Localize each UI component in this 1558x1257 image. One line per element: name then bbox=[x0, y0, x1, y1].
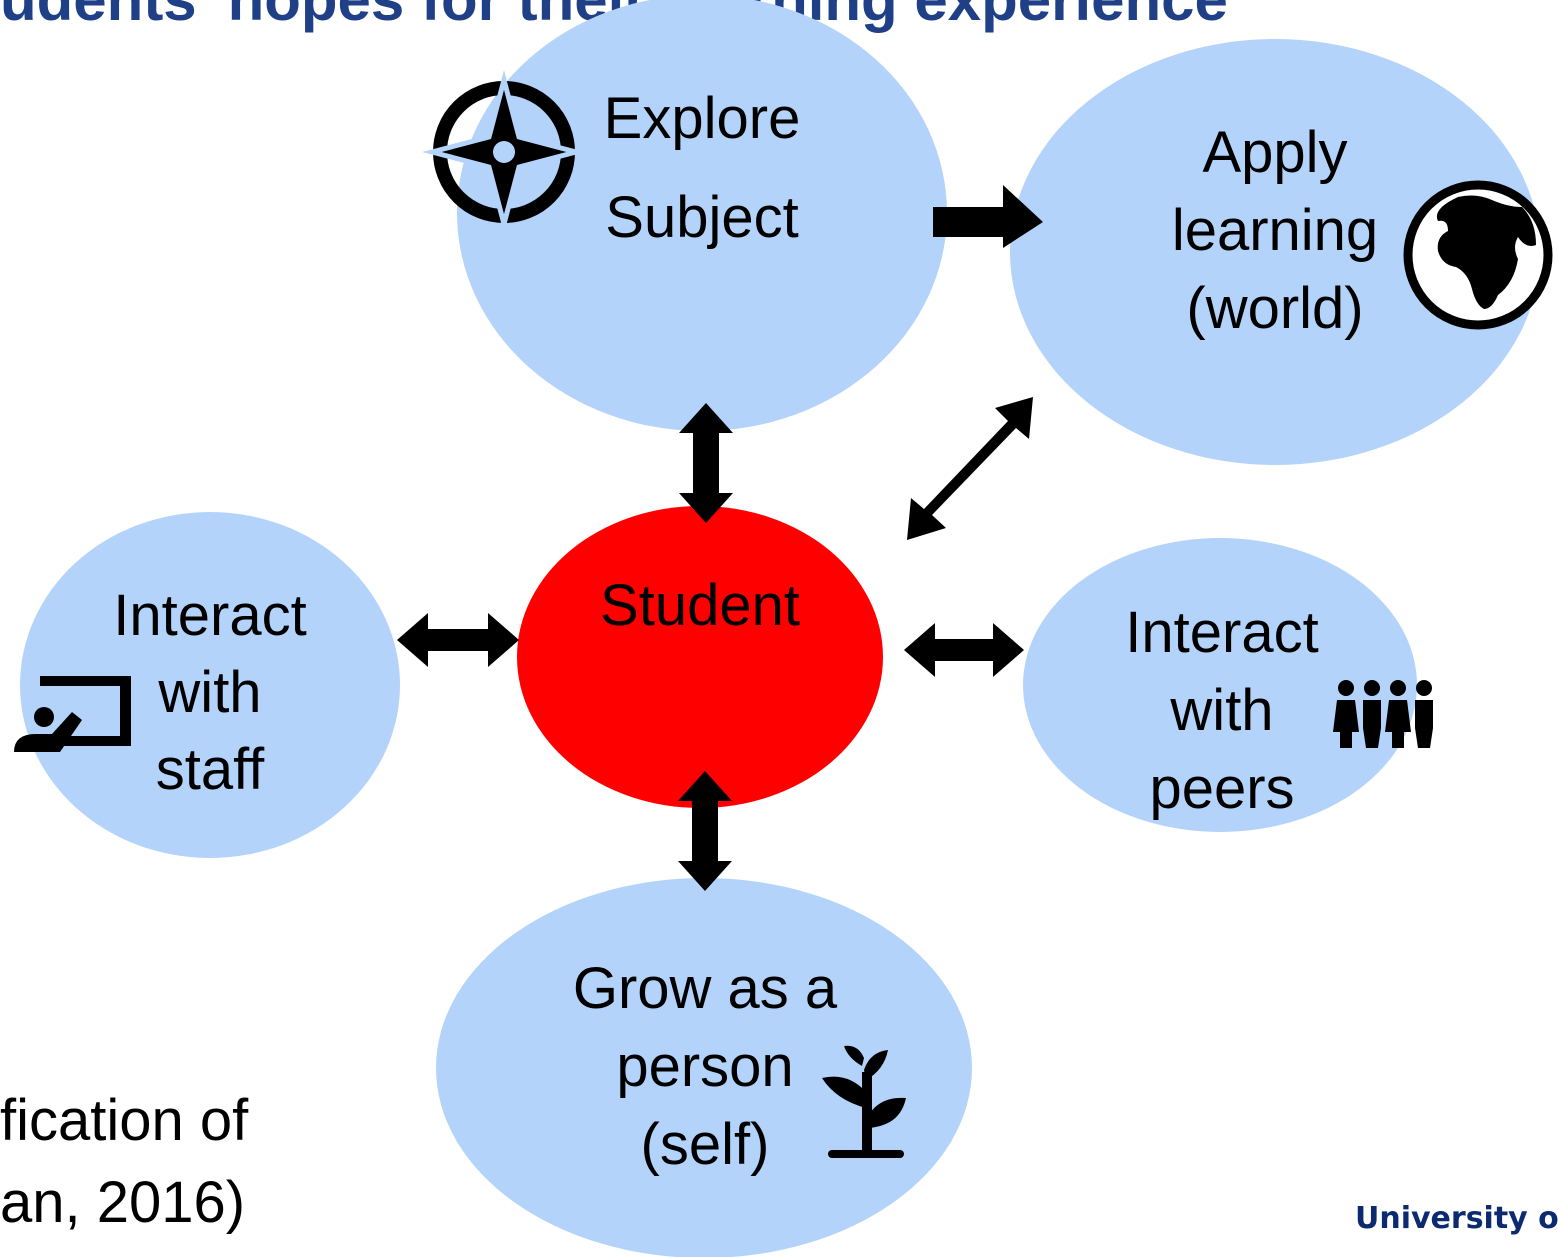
arrow-staff-student bbox=[397, 613, 519, 667]
explore-label-line2: Subject bbox=[605, 185, 798, 250]
explore-label-line1: Explore bbox=[604, 86, 801, 151]
explore-bubble bbox=[457, 0, 947, 431]
peers-bubble bbox=[1023, 538, 1417, 832]
student-bubble bbox=[517, 506, 883, 808]
arrow-student-apply bbox=[907, 397, 1033, 540]
arrow-student-grow bbox=[678, 771, 732, 891]
peers-label-line2: with bbox=[1169, 678, 1273, 743]
grow-label-line3: (self) bbox=[641, 1112, 770, 1177]
citation-line2: an, 2016) bbox=[0, 1170, 245, 1235]
peers-label-line3: peers bbox=[1149, 756, 1294, 821]
university-logo: University of Ke bbox=[1355, 1201, 1558, 1236]
staff-label-line1: Interact bbox=[113, 583, 306, 648]
apply-bubble bbox=[1010, 39, 1540, 465]
arrow-student-peers bbox=[904, 623, 1024, 677]
grow-label-line2: person bbox=[616, 1034, 793, 1099]
globe-icon bbox=[1403, 180, 1553, 330]
apply-label-line1: Apply bbox=[1202, 120, 1347, 185]
staff-label-line3: staff bbox=[156, 737, 265, 802]
staff-label-line2: with bbox=[157, 660, 261, 725]
plant-sprout-icon bbox=[822, 1045, 906, 1158]
citation-line1: fication of bbox=[0, 1088, 249, 1153]
arrow-explore-to-apply bbox=[933, 185, 1043, 248]
student-label: Student bbox=[600, 573, 800, 638]
staff-bubble bbox=[20, 512, 400, 858]
apply-label-line2: learning bbox=[1172, 198, 1378, 263]
peers-label-line1: Interact bbox=[1125, 600, 1318, 665]
teacher-board-icon bbox=[14, 676, 131, 752]
arrow-explore-student bbox=[679, 403, 733, 523]
compass-icon bbox=[422, 70, 586, 234]
grow-bubble bbox=[436, 878, 972, 1257]
apply-label-line3: (world) bbox=[1186, 276, 1363, 341]
grow-label-line1: Grow as a bbox=[573, 956, 838, 1021]
people-group-icon bbox=[1333, 680, 1433, 748]
arrows bbox=[397, 185, 1043, 891]
